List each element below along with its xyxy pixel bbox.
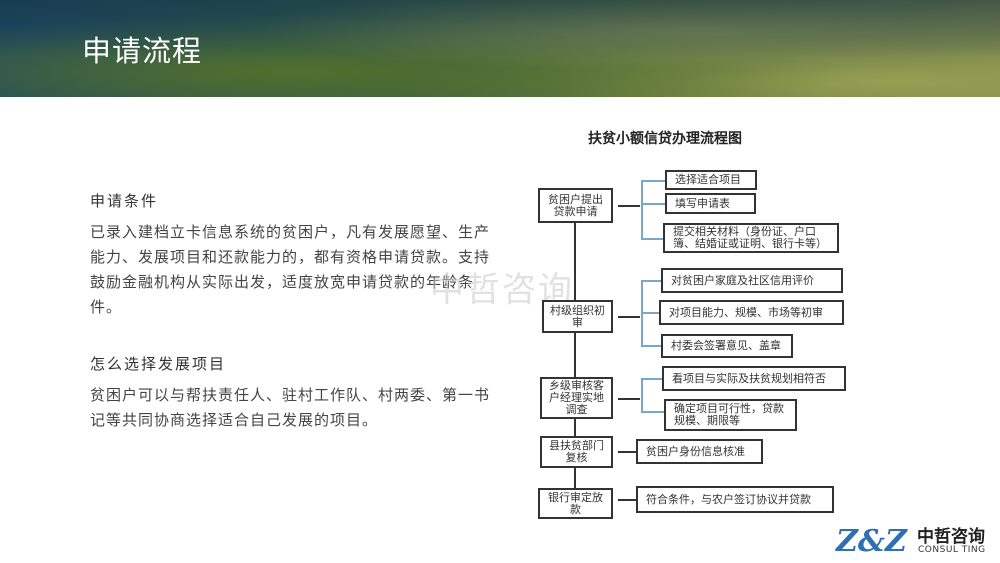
bracket xyxy=(641,280,661,282)
flow-step: 乡级审核客户经理实地调查 xyxy=(540,377,613,419)
section-text-conditions: 已录入建档立卡信息系统的贫困户，凡有发展愿望、生产能力、发展项目和还款能力的，都… xyxy=(90,223,491,316)
arrow xyxy=(618,451,636,453)
flow-detail: 提交相关材料（身份证、户口簿、结婚证或证明、银行卡等） xyxy=(663,223,839,253)
bracket xyxy=(641,312,659,314)
flow-detail: 村委会签署意见、盖章 xyxy=(661,334,793,358)
section-title-conditions: 申请条件 xyxy=(90,192,159,210)
flow-detail: 填写申请表 xyxy=(665,193,756,214)
page-title: 申请流程 xyxy=(82,34,203,68)
header-banner xyxy=(0,0,1000,97)
flow-detail: 选择适合项目 xyxy=(665,170,757,190)
flow-detail: 贫困户身份信息核准 xyxy=(636,439,763,464)
section-text-project: 贫困户可以与帮扶责任人、驻村工作队、村两委、第一书记等共同协商选择适合自己发展的… xyxy=(90,386,491,429)
flow-detail: 对贫困户家庭及社区信用评价 xyxy=(661,268,843,293)
bracket xyxy=(641,180,643,239)
flow-detail: 看项目与实际及扶贫规划相符否 xyxy=(662,366,846,391)
bracket xyxy=(641,345,661,347)
flow-main-line xyxy=(574,222,576,488)
logo-name-en: CONSUL TING xyxy=(918,545,986,555)
flow-detail: 符合条件，与农户签订协议并贷款 xyxy=(636,486,834,513)
bracket xyxy=(641,378,643,412)
bracket xyxy=(641,411,664,413)
section-title-project: 怎么选择发展项目 xyxy=(90,355,227,373)
bracket xyxy=(641,180,665,182)
flowchart-title: 扶贫小额信贷办理流程图 xyxy=(588,131,742,147)
bracket xyxy=(641,203,665,205)
arrow xyxy=(618,205,640,207)
bracket xyxy=(641,238,663,240)
logo-mark: Z&Z xyxy=(836,524,907,559)
arrow xyxy=(618,316,640,318)
arrow xyxy=(618,499,636,501)
flow-step: 村级组织初审 xyxy=(542,300,613,333)
arrow xyxy=(618,398,640,400)
logo-name-cn: 中哲咨询 xyxy=(917,527,985,547)
flow-detail: 确定项目可行性，贷款规模、期限等 xyxy=(664,399,797,431)
flow-step: 贫困户提出贷款申请 xyxy=(538,188,613,223)
bracket xyxy=(641,378,662,380)
flow-step: 银行审定放款 xyxy=(538,488,613,519)
flow-detail: 对项目能力、规模、市场等初审 xyxy=(659,300,844,325)
flow-step: 县扶贫部门复核 xyxy=(540,436,613,468)
